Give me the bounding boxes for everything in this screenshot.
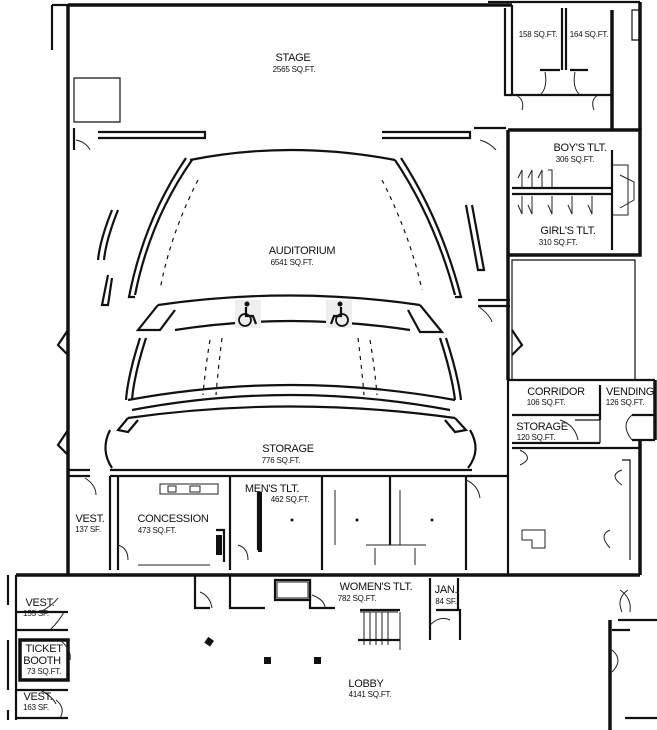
storage-area: 776 SQ.FT. (262, 456, 300, 465)
womens-toilet-area: 782 SQ.FT. (338, 594, 376, 603)
corridor-label: CORRIDOR (527, 386, 585, 398)
boys-toilet-label: BOY'S TLT. (553, 142, 606, 154)
vest-2-area: 155 SF. (23, 609, 49, 618)
corridor-area: 106 SQ.FT. (527, 398, 565, 407)
stage-label: STAGE (276, 52, 311, 64)
ticket-booth-area: 73 SQ.FT. (27, 667, 61, 676)
womens-toilet-label: WOMEN'S TLT. (340, 581, 413, 593)
storage-rooms-top (510, 5, 642, 120)
room-164-area: 164 SQ.FT. (570, 30, 608, 39)
storage-small-area: 120 SQ.FT. (517, 433, 555, 442)
stage-room (72, 8, 512, 151)
concession-area: 473 SQ.FT. (138, 526, 176, 535)
lobby-label: LOBBY (348, 678, 384, 690)
janitor-area: 84 SF. (435, 597, 456, 606)
wheelchair-icon (326, 300, 352, 328)
service-rooms (506, 378, 655, 575)
girls-toilet-area: 310 SQ.FT. (539, 238, 577, 247)
auditorium-seating (56, 148, 524, 469)
vending-area: 126 SQ.FT. (606, 398, 644, 407)
auditorium-label: AUDITORIUM (269, 245, 336, 257)
girls-toilet-label: GIRL'S TLT. (540, 225, 595, 237)
concession-row (68, 468, 508, 570)
outer-walls (6, 0, 657, 730)
room-158-area: 158 SQ.FT. (519, 30, 557, 39)
lobby-columns (204, 636, 321, 664)
auditorium-area: 6541 SQ.FT. (271, 258, 314, 267)
room-labels: STAGE 2565 SQ.FT. 158 SQ.FT. 164 SQ.FT. … (23, 30, 654, 712)
vest-2-label: VEST. (25, 597, 54, 609)
lobby-area: 4141 SQ.FT. (349, 690, 392, 699)
east-entrance (611, 589, 657, 720)
mens-toilet-area: 462 SQ.FT. (271, 495, 309, 504)
storage-label: STORAGE (262, 443, 314, 455)
ticket-booth-label-1: TICKET (25, 643, 63, 655)
vest-1-area: 137 SF. (75, 525, 101, 534)
janitor-label: JAN. (435, 584, 458, 596)
mens-toilet-label: MEN'S TLT. (245, 483, 300, 495)
wheelchair-icon (235, 300, 261, 328)
stage-area: 2565 SQ.FT. (273, 65, 316, 74)
concession-label: CONCESSION (138, 513, 209, 525)
toilet-block-east (506, 128, 642, 381)
lobby-rooms (193, 575, 462, 650)
vest-3-label: VEST. (23, 691, 52, 703)
storage-small-label: STORAGE (516, 421, 568, 433)
vest-3-area: 163 SF. (23, 703, 49, 712)
ticket-booth-label-2: BOOTH (23, 655, 61, 667)
boys-toilet-area: 306 SQ.FT. (556, 155, 594, 164)
vest-1-label: VEST. (75, 513, 104, 525)
vending-label: VENDING (606, 386, 654, 398)
west-vestibules (16, 597, 71, 720)
